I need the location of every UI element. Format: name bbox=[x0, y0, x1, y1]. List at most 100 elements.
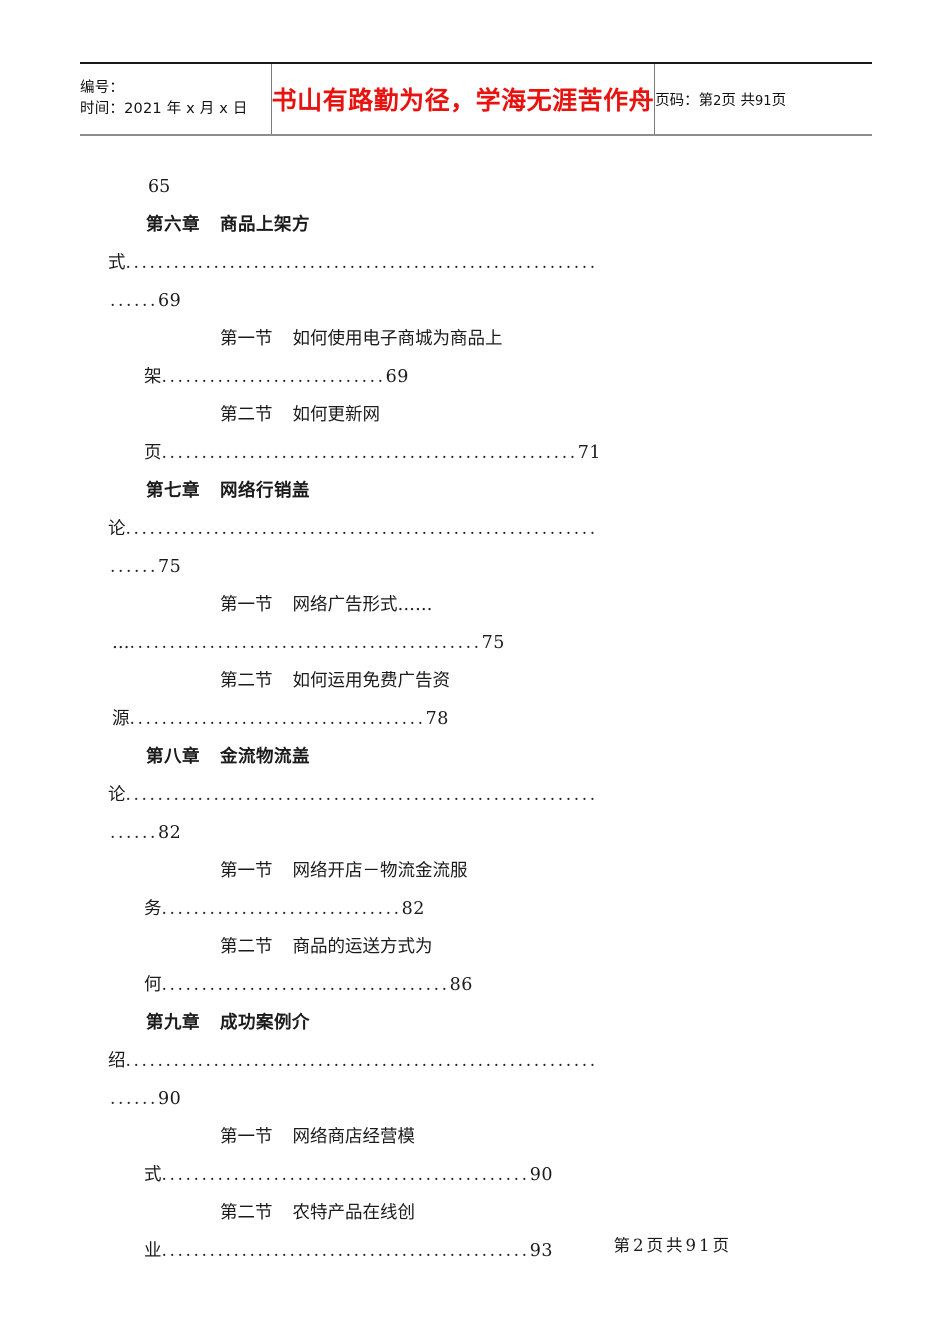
header-page-unit-2: 页 bbox=[771, 92, 787, 109]
toc-page-number: 90 bbox=[529, 1165, 553, 1185]
toc-orphan-page-number: 65 bbox=[148, 177, 171, 197]
toc-line-chapter: 第六章商品上架方 bbox=[0, 206, 950, 244]
toc-line-section: 第二节如何更新网 bbox=[0, 396, 950, 434]
toc-title-continuation: 式 bbox=[144, 1165, 162, 1185]
toc-line-cont-sec: 页.......................................… bbox=[0, 434, 950, 472]
toc-title-continuation: 论 bbox=[108, 785, 126, 805]
toc-line-tail: ......69 bbox=[0, 282, 950, 320]
toc-line-cont-ch: 式.......................................… bbox=[0, 244, 950, 282]
toc-line-section: 第二节如何运用免费广告资 bbox=[0, 662, 950, 700]
toc-line-section: 第二节农特产品在线创 bbox=[0, 1194, 950, 1232]
footer-total-pages: 91 bbox=[685, 1236, 713, 1255]
toc-line-tail: ......75 bbox=[0, 548, 950, 586]
toc-leader-dots: ...... bbox=[110, 291, 159, 311]
toc-line-orphan: 65 bbox=[0, 168, 950, 206]
toc-leader-dots: ........................................… bbox=[125, 1051, 598, 1071]
toc-line-tail: ......82 bbox=[0, 814, 950, 852]
toc-line-cont-ch: 论.......................................… bbox=[0, 776, 950, 814]
toc-entry-label: 第七章 bbox=[146, 481, 200, 501]
toc-leader-dots: ...... bbox=[110, 823, 159, 843]
header-pagination: 页码：第2页 共91页 bbox=[655, 63, 872, 135]
toc-leader-dots: ........................................… bbox=[161, 443, 578, 463]
toc-entry-label: 第一节 bbox=[220, 861, 273, 881]
toc-title-continuation: 源 bbox=[112, 709, 130, 729]
toc-leader-dots: .................................... bbox=[161, 975, 450, 995]
toc-leader-dots: ........................................… bbox=[125, 519, 598, 539]
toc-entry-label: 第一节 bbox=[220, 329, 273, 349]
toc-entry-label: 第二节 bbox=[220, 1203, 273, 1223]
toc-line-cont-ch: 绍.......................................… bbox=[0, 1042, 950, 1080]
header-page-unit-1: 页 bbox=[721, 92, 736, 109]
header-total-pages: 91 bbox=[755, 93, 772, 109]
toc-entry-title: 网络广告形式…… bbox=[292, 595, 433, 615]
toc-line-chapter: 第九章成功案例介 bbox=[0, 1004, 950, 1042]
toc-title-continuation: … bbox=[112, 633, 130, 653]
toc-page-number: 90 bbox=[158, 1089, 182, 1109]
toc-page-number: 75 bbox=[481, 633, 505, 653]
toc-page-number: 75 bbox=[158, 557, 182, 577]
toc-line-section: 第一节网络商店经营模 bbox=[0, 1118, 950, 1156]
toc-entry-title: 网络行销盖 bbox=[220, 481, 310, 501]
toc-entry-title: 金流物流盖 bbox=[220, 747, 310, 767]
toc-entry-label: 第二节 bbox=[220, 671, 273, 691]
toc-line-cont-ch: 论.......................................… bbox=[0, 510, 950, 548]
toc-page-number: 69 bbox=[385, 367, 409, 387]
toc-entry-title: 商品上架方 bbox=[220, 215, 310, 235]
toc-line-cont-sec: 务..............................82 bbox=[0, 890, 950, 928]
toc-leader-dots: ...... bbox=[110, 557, 159, 577]
toc-line-cont-sec: 何....................................86 bbox=[0, 966, 950, 1004]
toc-leader-dots: ........................................… bbox=[129, 633, 482, 653]
toc-entry-label: 第一节 bbox=[220, 595, 273, 615]
toc-page-number: 82 bbox=[401, 899, 425, 919]
header-current-prefix: 第 bbox=[698, 92, 714, 109]
header-serial-number-label: 编号： bbox=[80, 79, 125, 96]
toc-page-number: 78 bbox=[425, 709, 449, 729]
toc-line-cont-sec: 式.......................................… bbox=[0, 1156, 950, 1194]
toc-leader-dots: ..................................... bbox=[129, 709, 426, 729]
toc-title-continuation: 式 bbox=[108, 253, 126, 273]
toc-entry-label: 第一节 bbox=[220, 1127, 273, 1147]
footer-total-prefix: 共 bbox=[666, 1236, 686, 1255]
toc-line-section: 第一节如何使用电子商城为商品上 bbox=[0, 320, 950, 358]
toc-entry-title: 如何运用免费广告资 bbox=[292, 671, 451, 691]
toc-line-chapter: 第七章网络行销盖 bbox=[0, 472, 950, 510]
toc-entry-title: 成功案例介 bbox=[220, 1013, 310, 1033]
toc-line-tail: ......90 bbox=[0, 1080, 950, 1118]
toc-entry-title: 商品的运送方式为 bbox=[292, 937, 433, 957]
footer-current-prefix: 第 bbox=[613, 1236, 633, 1255]
page-footer: 第2页共91页 bbox=[0, 1232, 950, 1256]
header-date-value: 2021 年 x 月 x 日 bbox=[124, 101, 248, 117]
toc-line-section: 第一节网络广告形式…… bbox=[0, 586, 950, 624]
toc-leader-dots: ............................ bbox=[161, 367, 386, 387]
toc-entry-title: 如何使用电子商城为商品上 bbox=[292, 329, 503, 349]
toc-line-section: 第二节商品的运送方式为 bbox=[0, 928, 950, 966]
toc-title-continuation: 何 bbox=[144, 975, 162, 995]
page-header-table: 编号： 时间：2021 年 x 月 x 日 书山有路勤为径，学海无涯苦作舟 页码… bbox=[80, 62, 872, 136]
toc-entry-title: 如何更新网 bbox=[292, 405, 381, 425]
toc-entry-label: 第二节 bbox=[220, 937, 273, 957]
header-total-prefix: 共 bbox=[740, 92, 756, 109]
toc-title-continuation: 架 bbox=[144, 367, 162, 387]
header-motto: 书山有路勤为径，学海无涯苦作舟 bbox=[271, 63, 656, 135]
toc-line-cont-sec2: ….......................................… bbox=[0, 624, 950, 662]
toc-title-continuation: 页 bbox=[144, 443, 162, 463]
header-date-line: 时间：2021 年 x 月 x 日 bbox=[80, 99, 271, 120]
toc-entry-label: 第九章 bbox=[146, 1013, 200, 1033]
toc-entry-label: 第二节 bbox=[220, 405, 273, 425]
toc-page-number: 82 bbox=[158, 823, 182, 843]
toc-leader-dots: ........................................… bbox=[125, 785, 598, 805]
header-pagination-label: 页码： bbox=[655, 92, 699, 109]
footer-current-page: 2 bbox=[633, 1236, 647, 1255]
toc-entry-title: 农特产品在线创 bbox=[292, 1203, 416, 1223]
header-row: 编号： 时间：2021 年 x 月 x 日 书山有路勤为径，学海无涯苦作舟 页码… bbox=[80, 63, 872, 135]
toc-page-number: 86 bbox=[449, 975, 473, 995]
toc-line-section: 第一节网络开店－物流金流服 bbox=[0, 852, 950, 890]
header-cell-meta: 编号： 时间：2021 年 x 月 x 日 bbox=[80, 63, 272, 135]
toc-page-number: 71 bbox=[577, 443, 601, 463]
toc-entry-label: 第八章 bbox=[146, 747, 200, 767]
toc-page-number: 69 bbox=[158, 291, 182, 311]
footer-page-unit-2: 页 bbox=[712, 1236, 732, 1255]
toc-leader-dots: ........................................… bbox=[161, 1165, 530, 1185]
